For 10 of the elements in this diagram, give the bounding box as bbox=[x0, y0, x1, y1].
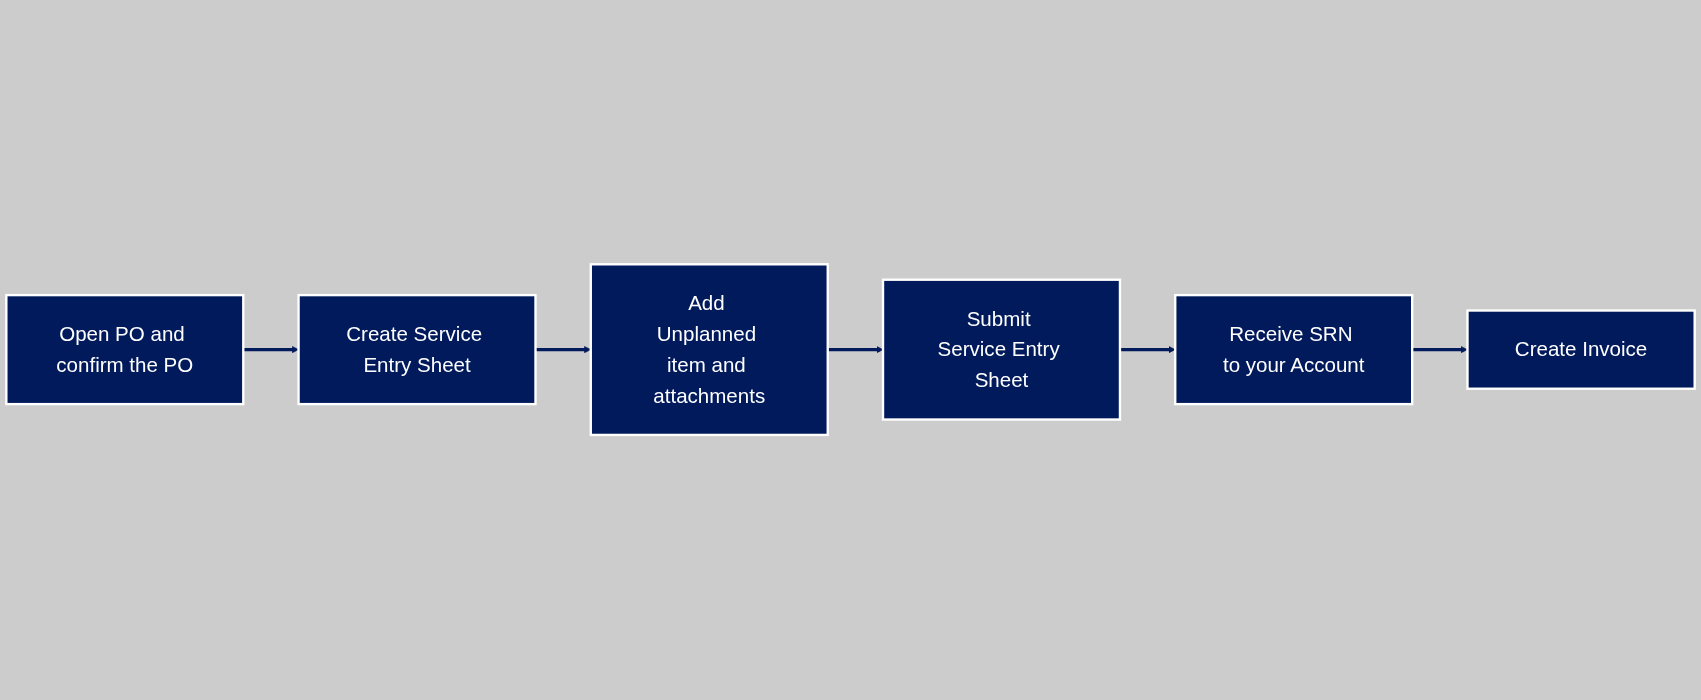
node-box: Create Service Entry Sheet bbox=[297, 294, 537, 406]
node-box: Add Unplanned item and attachments bbox=[589, 263, 829, 437]
arrow bbox=[1119, 346, 1176, 354]
node-box: Receive SRN to your Account bbox=[1174, 294, 1414, 406]
node-box: Open PO and confirm the PO bbox=[5, 294, 245, 406]
arrow bbox=[1412, 346, 1468, 354]
arrow bbox=[243, 346, 299, 354]
arrow bbox=[827, 346, 884, 354]
node-box: Submit Service Entry Sheet bbox=[881, 278, 1122, 422]
node-box: Create Invoice bbox=[1466, 309, 1696, 391]
